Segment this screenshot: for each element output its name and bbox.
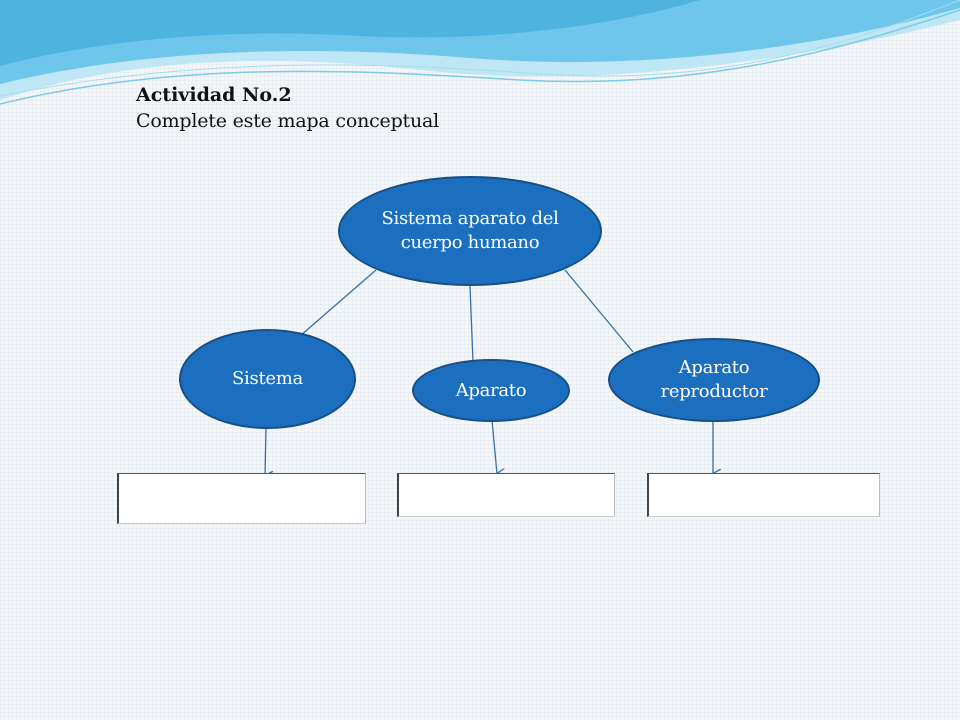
concept-node-aparato-reproductor: Aparato reproductor <box>608 338 820 422</box>
activity-title: Actividad No.2 <box>136 84 292 106</box>
connector-root-aparato <box>469 285 474 363</box>
arrow-sistema-box <box>265 427 266 476</box>
answer-box-aparato-reproductor[interactable] <box>647 473 880 517</box>
root-concept-node: Sistema aparato del cuerpo humano <box>338 176 602 286</box>
activity-heading: Actividad No.2 Complete este mapa concep… <box>136 82 439 134</box>
header-wave-decoration <box>0 0 960 105</box>
wave-dark <box>0 0 700 66</box>
connector-root-sistema <box>299 269 377 337</box>
wave-line-2 <box>0 0 960 97</box>
concept-node-aparato: Aparato <box>412 359 570 422</box>
wave-line-1 <box>0 9 960 105</box>
connector-root-reproductor <box>564 269 634 353</box>
answer-box-aparato[interactable] <box>397 473 615 517</box>
activity-instruction: Complete este mapa conceptual <box>136 110 440 132</box>
answer-box-sistema[interactable] <box>117 473 366 524</box>
concept-node-sistema: Sistema <box>179 329 356 429</box>
arrow-aparato-box <box>491 419 497 474</box>
